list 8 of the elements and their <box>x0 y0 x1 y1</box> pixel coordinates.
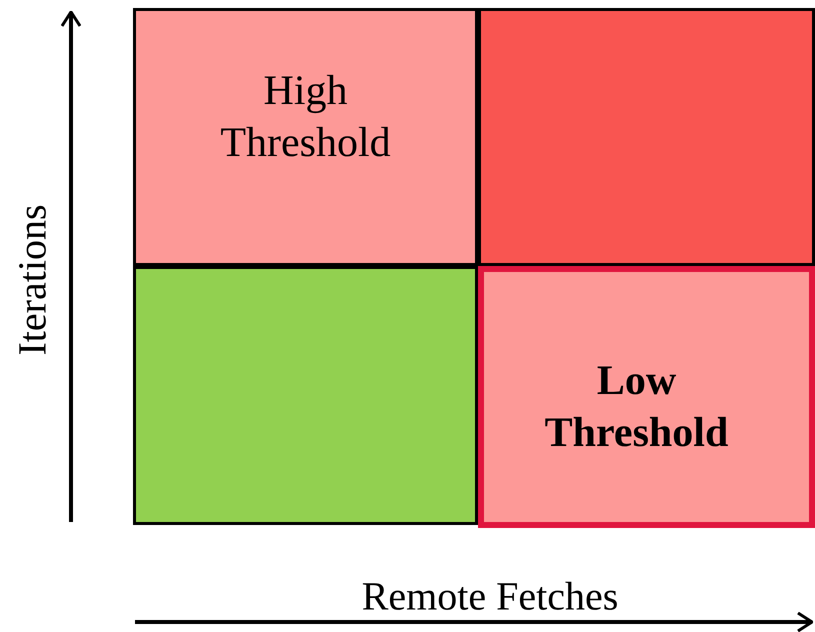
quadrant-box <box>478 266 815 528</box>
quadrant-box <box>478 8 815 266</box>
quadrant-box <box>133 8 478 266</box>
axis-label: Remote Fetches <box>362 572 618 620</box>
quadrant-label: High Threshold <box>219 66 392 168</box>
quadrant-box <box>133 266 478 525</box>
quadrant-label: Low Threshold <box>544 356 730 458</box>
axis-label: Iterations <box>8 204 56 356</box>
